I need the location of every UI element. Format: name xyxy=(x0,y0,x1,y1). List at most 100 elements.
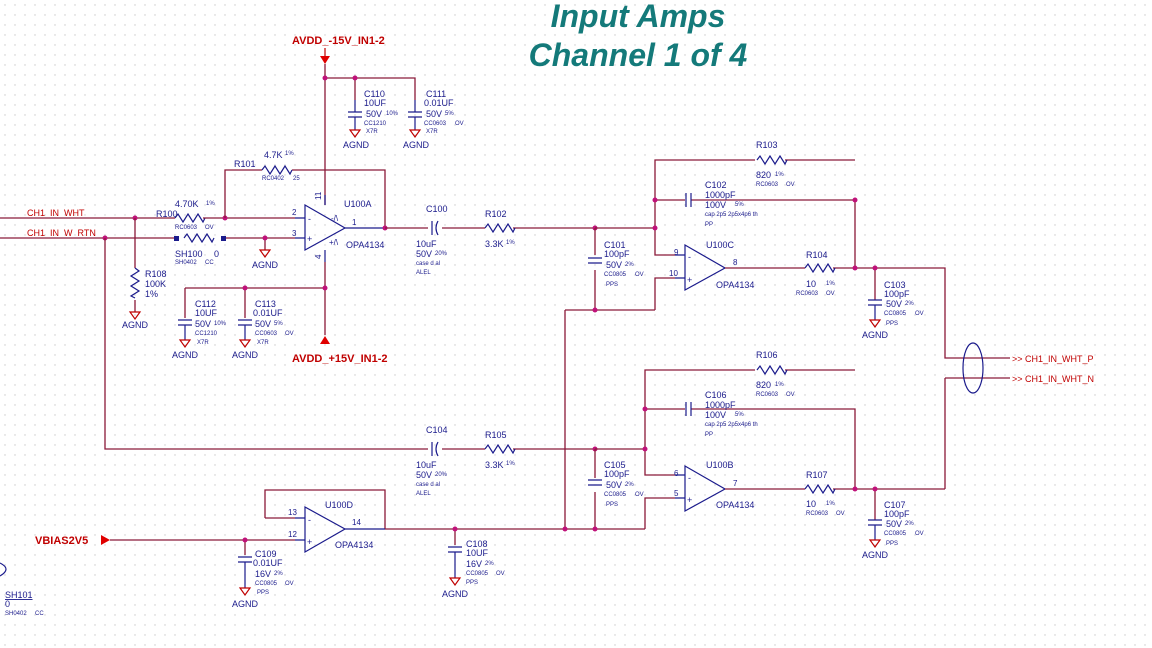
svg-text:C101: C101 xyxy=(604,240,626,250)
svg-text:OV: OV xyxy=(915,531,924,537)
svg-text:cap 2p5 2p5x4p6 th: cap 2p5 2p5x4p6 th xyxy=(705,212,758,218)
svg-text:2%: 2% xyxy=(625,262,634,268)
svg-text:100pF: 100pF xyxy=(884,289,910,299)
svg-text:PPS: PPS xyxy=(257,590,269,596)
svg-text:OV: OV xyxy=(786,182,795,188)
svg-text:C102: C102 xyxy=(705,180,727,190)
svg-text:AGND: AGND xyxy=(403,140,430,150)
svg-text:1%: 1% xyxy=(145,289,158,299)
offpage-connector-out-p[interactable]: >> CH1_IN_WHT_P xyxy=(1012,354,1094,364)
shunt-sh101[interactable]: SH101 0 SH0402 CC xyxy=(0,562,44,617)
capacitor-c100[interactable]: C100 10uF 50V 20% case d al ALEL xyxy=(416,204,448,276)
svg-text:U100C: U100C xyxy=(706,240,735,250)
capacitor-c112[interactable]: C112 10UF 50V 10% CC1210 X7R xyxy=(178,299,227,346)
agnd-symbol: AGND xyxy=(232,587,259,609)
svg-text:VBIAS2V5: VBIAS2V5 xyxy=(35,535,88,547)
svg-text:0.01UF: 0.01UF xyxy=(253,308,283,318)
svg-text:3: 3 xyxy=(292,229,297,238)
capacitor-c108[interactable]: C108 10UF 16V 2% CC0805 OV PPS xyxy=(448,539,505,586)
resistor-r104[interactable]: R104 10 1% RC0603 OV xyxy=(796,250,836,297)
svg-text:R103: R103 xyxy=(756,140,778,150)
svg-text:3.3K: 3.3K xyxy=(485,460,504,470)
capacitor-c111[interactable]: C111 0.01UF 50V 5% CC0603 OV X7R xyxy=(408,89,464,135)
opamp-u100d[interactable]: U100D OPA4134 13 12 14 - + xyxy=(288,500,385,554)
svg-text:ALEL: ALEL xyxy=(416,491,431,497)
svg-text:AGND: AGND xyxy=(232,350,259,360)
svg-text:4: 4 xyxy=(314,254,323,259)
power-flag-avdd-neg[interactable]: AVDD_-15V_IN1-2 xyxy=(292,35,385,64)
svg-text:PPS: PPS xyxy=(466,580,478,586)
capacitor-c101[interactable]: C101 100pF 50V 2% CC0805 OV PPS xyxy=(588,240,644,288)
svg-text:X7R: X7R xyxy=(366,129,378,135)
svg-text:OPA4134: OPA4134 xyxy=(335,540,373,550)
capacitor-c107[interactable]: C107 100pF 50V 2% CC0805 OV PPS xyxy=(868,500,924,547)
svg-text:AGND: AGND xyxy=(343,140,370,150)
svg-text:100K: 100K xyxy=(145,279,166,289)
power-flag-avdd-pos[interactable]: AVDD_+15V_IN1-2 xyxy=(292,336,387,365)
net-label-in-rtn[interactable]: CH1_IN_W_RTN xyxy=(27,228,96,238)
svg-text:C108: C108 xyxy=(466,539,488,549)
opamp-u100a[interactable]: U100A OPA4134 2 3 1 11 4 -/\ +/\ - + xyxy=(292,191,385,262)
svg-text:AGND: AGND xyxy=(172,350,199,360)
capacitor-c113[interactable]: C113 0.01UF 50V 5% CC0603 OV X7R xyxy=(238,299,294,346)
net-label-in-wht[interactable]: CH1_IN_WHT xyxy=(27,208,85,218)
svg-text:14: 14 xyxy=(352,518,361,527)
svg-text:2%: 2% xyxy=(625,482,634,488)
svg-text:50V: 50V xyxy=(606,480,622,490)
svg-text:16V: 16V xyxy=(466,559,482,569)
svg-text:OV: OV xyxy=(786,392,795,398)
svg-text:10uF: 10uF xyxy=(416,239,437,249)
resistor-r105[interactable]: R105 3.3K 1% xyxy=(484,430,516,470)
svg-text:13: 13 xyxy=(288,508,297,517)
svg-text:2%: 2% xyxy=(485,561,494,567)
svg-text:PPS: PPS xyxy=(606,282,618,288)
svg-text:50V: 50V xyxy=(255,319,271,329)
opamp-u100b[interactable]: U100B OPA4134 6 5 7 - + xyxy=(674,460,754,513)
title-line-2: Channel 1 of 4 xyxy=(529,37,748,73)
svg-text:50V: 50V xyxy=(195,319,211,329)
resistor-r106[interactable]: R106 820 1% RC0603 OV xyxy=(756,350,795,398)
svg-text:+/\: +/\ xyxy=(329,238,339,247)
svg-text:R102: R102 xyxy=(485,209,507,219)
resistor-r108[interactable]: R108 100K 1% xyxy=(130,267,167,299)
svg-text:OV: OV xyxy=(915,311,924,317)
capacitor-c110[interactable]: C110 10UF 50V 10% CC1210 X7R xyxy=(348,89,399,135)
svg-text:AGND: AGND xyxy=(862,330,889,340)
resistor-r101[interactable]: R101 4.7K 1% RC0402 25 xyxy=(234,150,300,182)
offpage-connector-out-n[interactable]: >> CH1_IN_WHT_N xyxy=(1012,374,1094,384)
capacitor-c103[interactable]: C103 100pF 50V 2% CC0805 OV PPS xyxy=(868,280,924,327)
svg-text:RC0603: RC0603 xyxy=(756,392,779,398)
svg-text:OPA4134: OPA4134 xyxy=(716,500,754,510)
svg-text:C100: C100 xyxy=(426,204,448,214)
capacitor-c105[interactable]: C105 100pF 50V 2% CC0805 OV PPS xyxy=(588,460,644,508)
resistor-r103[interactable]: R103 820 1% RC0603 OV xyxy=(756,140,795,188)
resistor-r100[interactable]: R100 4.70K 1% RC0603 OV xyxy=(156,199,215,231)
capacitor-c102[interactable]: C102 1000pF 100V 5% cap 2p5 2p5x4p6 th P… xyxy=(685,180,758,228)
resistor-r107[interactable]: R107 10 1% RC0603 OV xyxy=(804,470,845,517)
shunt-sh100[interactable]: SH100 0 SH0402 CC xyxy=(174,233,226,266)
svg-text:C107: C107 xyxy=(884,500,906,510)
svg-text:case d al: case d al xyxy=(416,261,440,267)
svg-text:9: 9 xyxy=(674,248,679,257)
capacitor-c106[interactable]: C106 1000pF 100V 5% cap 2p5 2p5x4p6 th P… xyxy=(685,390,758,438)
opamp-u100c[interactable]: U100C OPA4134 9 10 8 - + xyxy=(669,240,754,292)
svg-text:+: + xyxy=(687,275,692,285)
svg-text:50V: 50V xyxy=(366,109,382,119)
svg-text:1%: 1% xyxy=(826,281,835,287)
twisted-pair-marker xyxy=(962,342,984,394)
svg-text:50V: 50V xyxy=(426,109,442,119)
svg-text:OV: OV xyxy=(285,331,294,337)
svg-text:1%: 1% xyxy=(506,461,515,467)
svg-text:10UF: 10UF xyxy=(195,308,218,318)
svg-text:10: 10 xyxy=(806,279,816,289)
svg-text:OV: OV xyxy=(635,492,644,498)
svg-text:1: 1 xyxy=(352,218,357,227)
svg-text:X7R: X7R xyxy=(257,340,269,346)
svg-text:CC0805: CC0805 xyxy=(884,311,907,317)
resistor-r102[interactable]: R102 3.3K 1% xyxy=(484,209,516,249)
power-flag-vbias[interactable]: VBIAS2V5 xyxy=(35,535,110,547)
capacitor-c109[interactable]: C109 0.01UF 16V 2% CC0805 OV PPS xyxy=(238,549,294,596)
svg-text:10%: 10% xyxy=(386,111,399,117)
capacitor-c104[interactable]: C104 10uF 50V 20% case d al ALEL xyxy=(416,425,448,497)
